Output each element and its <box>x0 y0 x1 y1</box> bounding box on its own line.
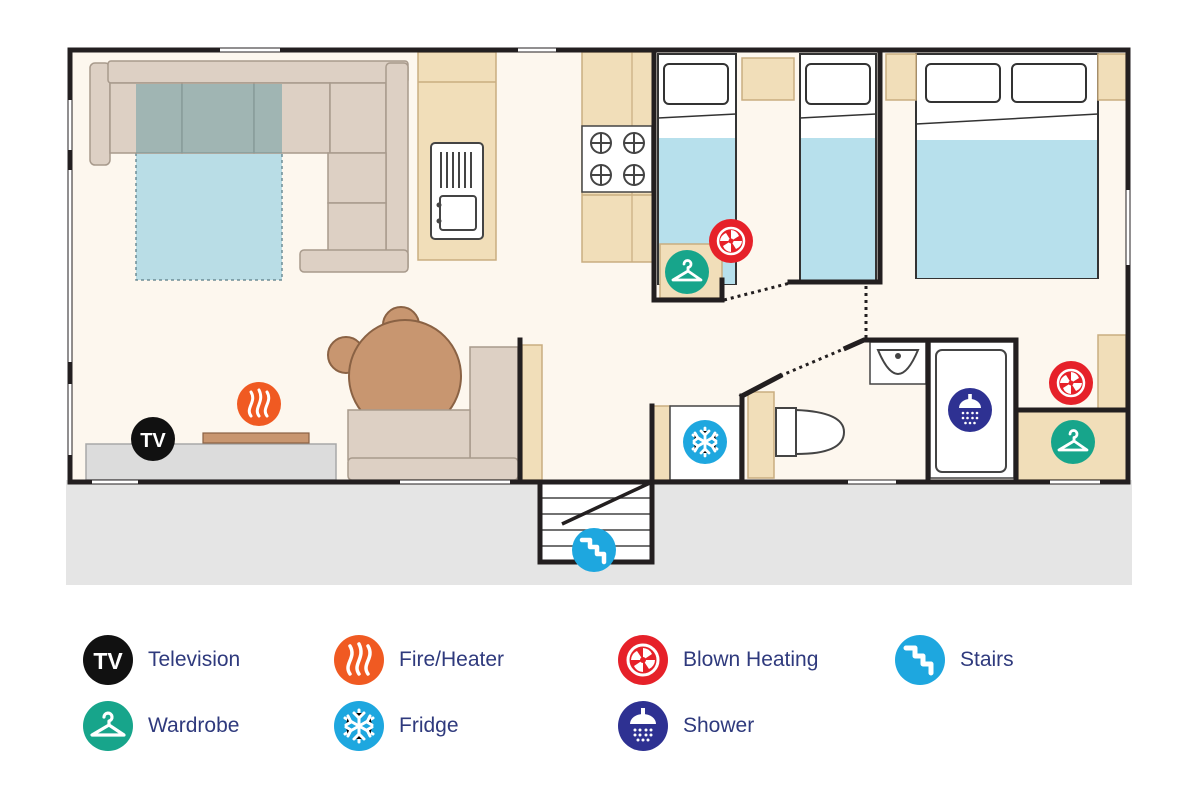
legend-item-fire-heater: Fire/Heater <box>333 634 504 686</box>
legend-label: Blown Heating <box>683 648 819 671</box>
plan-blown-heating-icon-bedroom <box>707 217 755 265</box>
floor-plan: TV <box>66 47 1132 585</box>
legend-item-shower: Shower <box>617 700 754 752</box>
plan-fridge-icon <box>681 418 729 466</box>
bedside-table-left <box>885 53 917 101</box>
shower-icon <box>618 701 668 751</box>
kitchen-sink-unit <box>417 51 497 261</box>
legend-label: Fire/Heater <box>399 648 505 671</box>
legend-item-blown-heating: Blown Heating <box>617 634 818 686</box>
stairs-icon <box>895 635 945 685</box>
dining-bench <box>347 346 519 481</box>
fan-icon <box>618 635 668 685</box>
hanger-icon <box>83 701 133 751</box>
bedside-table <box>741 57 795 101</box>
plan-wardrobe-icon-twin <box>663 248 711 296</box>
legend-item-stairs: Stairs <box>894 634 1014 686</box>
fire-surround <box>202 432 310 444</box>
plan-shower-icon <box>948 388 992 432</box>
plan-wardrobe-icon-main <box>1049 418 1097 466</box>
legend-label: Fridge <box>399 714 459 737</box>
legend-item-fridge: Fridge <box>333 700 459 752</box>
doors <box>561 281 868 526</box>
hall-cupboard <box>521 344 543 481</box>
twin-bed-right <box>799 53 877 281</box>
toilet <box>747 391 846 479</box>
plan-fire-heater-icon <box>235 380 283 428</box>
tv-icon-text: TV <box>93 648 123 674</box>
double-bed <box>915 53 1099 279</box>
kitchen-hob-unit <box>581 51 655 263</box>
legend-label: Shower <box>683 714 755 737</box>
dining-table <box>327 306 462 433</box>
legend-label: Television <box>148 648 241 671</box>
legend-item-wardrobe: Wardrobe <box>82 700 239 752</box>
legend-item-television: TV Television <box>82 634 240 686</box>
plan-blown-heating-icon-main <box>1047 359 1095 407</box>
tv-icon: TV <box>83 635 133 685</box>
snowflake-icon <box>334 701 384 751</box>
wash-basin <box>869 341 927 385</box>
tv-unit <box>85 443 337 481</box>
legend-label: Stairs <box>960 648 1014 671</box>
bedside-table-right <box>1097 53 1127 101</box>
legend-label: Wardrobe <box>148 714 240 737</box>
windows <box>68 48 1130 484</box>
plan-tv-icon <box>131 417 175 461</box>
flame-icon <box>334 635 384 685</box>
plan-stairs-icon <box>572 528 616 572</box>
